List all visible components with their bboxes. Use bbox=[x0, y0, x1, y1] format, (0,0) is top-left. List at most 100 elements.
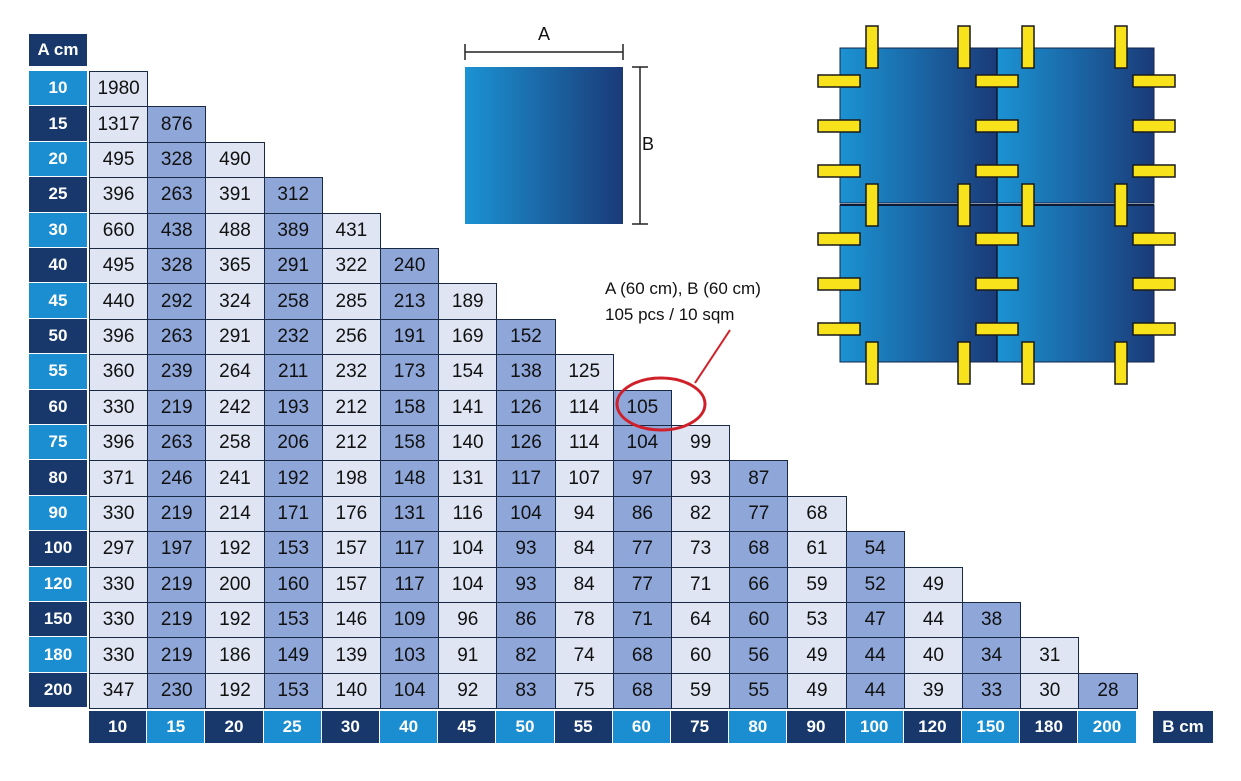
table-cell: 77 bbox=[612, 531, 672, 568]
row-header: 180 bbox=[29, 637, 87, 672]
table-cell: 171 bbox=[263, 495, 323, 533]
col-header: 120 bbox=[903, 711, 961, 743]
col-header: 180 bbox=[1020, 711, 1078, 743]
table-cell: 104 bbox=[438, 566, 498, 603]
table-cell: 371 bbox=[89, 460, 149, 497]
table-cell: 258 bbox=[263, 283, 323, 320]
table-cell: 149 bbox=[263, 637, 323, 674]
table-cell: 49 bbox=[787, 672, 847, 710]
annotation-dimensions: A (60 cm), B (60 cm) bbox=[605, 279, 761, 298]
row-header: 55 bbox=[29, 354, 87, 389]
table-cell: 107 bbox=[554, 460, 614, 497]
table-cell: 242 bbox=[205, 389, 265, 426]
table-cell: 103 bbox=[380, 637, 440, 674]
table-cell: 158 bbox=[380, 425, 440, 462]
row-header: 40 bbox=[29, 248, 87, 283]
table-cell: 60 bbox=[671, 637, 731, 674]
table-cell: 140 bbox=[321, 672, 381, 710]
table-cell: 176 bbox=[321, 495, 381, 533]
table-cell: 99 bbox=[671, 425, 731, 462]
table-cell: 322 bbox=[321, 248, 381, 285]
tile-square bbox=[465, 67, 623, 224]
row-header: 30 bbox=[29, 212, 87, 247]
table-cell: 93 bbox=[671, 460, 731, 497]
table-cell: 495 bbox=[89, 248, 149, 285]
col-header: 75 bbox=[671, 711, 729, 743]
table-cell: 312 bbox=[263, 177, 323, 214]
table-cell: 330 bbox=[89, 389, 149, 426]
table-cell: 59 bbox=[671, 672, 731, 710]
table-cell: 330 bbox=[89, 637, 149, 674]
table-cell: 285 bbox=[321, 283, 381, 320]
col-header: 40 bbox=[380, 711, 438, 743]
table-cell: 68 bbox=[612, 672, 672, 710]
table-cell: 213 bbox=[380, 283, 440, 320]
col-header-label: B cm bbox=[1153, 711, 1213, 743]
annotation-quantity: 105 pcs / 10 sqm bbox=[605, 305, 735, 324]
table-cell: 219 bbox=[147, 566, 207, 603]
table-cell: 197 bbox=[147, 531, 207, 568]
table-cell: 117 bbox=[380, 531, 440, 568]
table-cell: 77 bbox=[729, 495, 789, 533]
table-cell: 1980 bbox=[89, 71, 149, 108]
col-header: 100 bbox=[845, 711, 903, 743]
col-header: 55 bbox=[554, 711, 612, 743]
table-cell: 28 bbox=[1078, 672, 1138, 710]
table-cell: 186 bbox=[205, 637, 265, 674]
table-cell: 263 bbox=[147, 425, 207, 462]
row-header: 200 bbox=[29, 672, 87, 708]
table-cell: 153 bbox=[263, 602, 323, 639]
row-header: 120 bbox=[29, 566, 87, 601]
table-cell: 53 bbox=[787, 602, 847, 639]
table-cell: 160 bbox=[263, 566, 323, 603]
annotation-pointer bbox=[694, 329, 731, 384]
table-cell: 66 bbox=[729, 566, 789, 603]
spacer-group bbox=[817, 25, 1176, 385]
table-cell: 157 bbox=[321, 531, 381, 568]
highlight-annotation: A (60 cm), B (60 cm) 105 pcs / 10 sqm bbox=[605, 276, 761, 328]
col-header: 150 bbox=[962, 711, 1020, 743]
table-cell: 73 bbox=[671, 531, 731, 568]
table-cell: 152 bbox=[496, 318, 556, 356]
table-cell: 71 bbox=[671, 566, 731, 603]
table-cell: 396 bbox=[89, 318, 149, 356]
dimension-label-b: B bbox=[642, 134, 654, 154]
table-cell: 660 bbox=[89, 212, 149, 249]
table-cell: 78 bbox=[554, 602, 614, 639]
table-cell: 157 bbox=[321, 566, 381, 603]
table-cell: 256 bbox=[321, 318, 381, 356]
table-cell: 125 bbox=[554, 354, 614, 391]
table-cell: 71 bbox=[612, 602, 672, 639]
col-header: 15 bbox=[147, 711, 205, 743]
col-header: 20 bbox=[205, 711, 263, 743]
tile-layout-illustration bbox=[817, 25, 1176, 385]
col-header: 80 bbox=[729, 711, 787, 743]
table-cell: 114 bbox=[554, 425, 614, 462]
col-header: 50 bbox=[496, 711, 554, 743]
table-cell: 92 bbox=[438, 672, 498, 710]
table-cell: 330 bbox=[89, 602, 149, 639]
table-cell: 211 bbox=[263, 354, 323, 391]
table-cell: 84 bbox=[554, 566, 614, 603]
table-cell: 77 bbox=[612, 566, 672, 603]
table-cell: 87 bbox=[729, 460, 789, 497]
table-cell: 1317 bbox=[89, 106, 149, 143]
table-cell: 31 bbox=[1020, 637, 1080, 674]
table-cell: 360 bbox=[89, 354, 149, 391]
col-header: 10 bbox=[89, 711, 147, 743]
table-cell: 54 bbox=[845, 531, 905, 568]
col-header: 25 bbox=[263, 711, 321, 743]
table-cell: 330 bbox=[89, 495, 149, 533]
highlight-circle bbox=[615, 376, 707, 432]
table-cell: 154 bbox=[438, 354, 498, 391]
table-cell: 49 bbox=[787, 637, 847, 674]
table-cell: 104 bbox=[438, 531, 498, 568]
table-cell: 47 bbox=[845, 602, 905, 639]
table-cell: 219 bbox=[147, 637, 207, 674]
table-cell: 264 bbox=[205, 354, 265, 391]
table-cell: 68 bbox=[612, 637, 672, 674]
table-cell: 212 bbox=[321, 389, 381, 426]
table-cell: 169 bbox=[438, 318, 498, 356]
table-cell: 246 bbox=[147, 460, 207, 497]
table-cell: 495 bbox=[89, 141, 149, 179]
